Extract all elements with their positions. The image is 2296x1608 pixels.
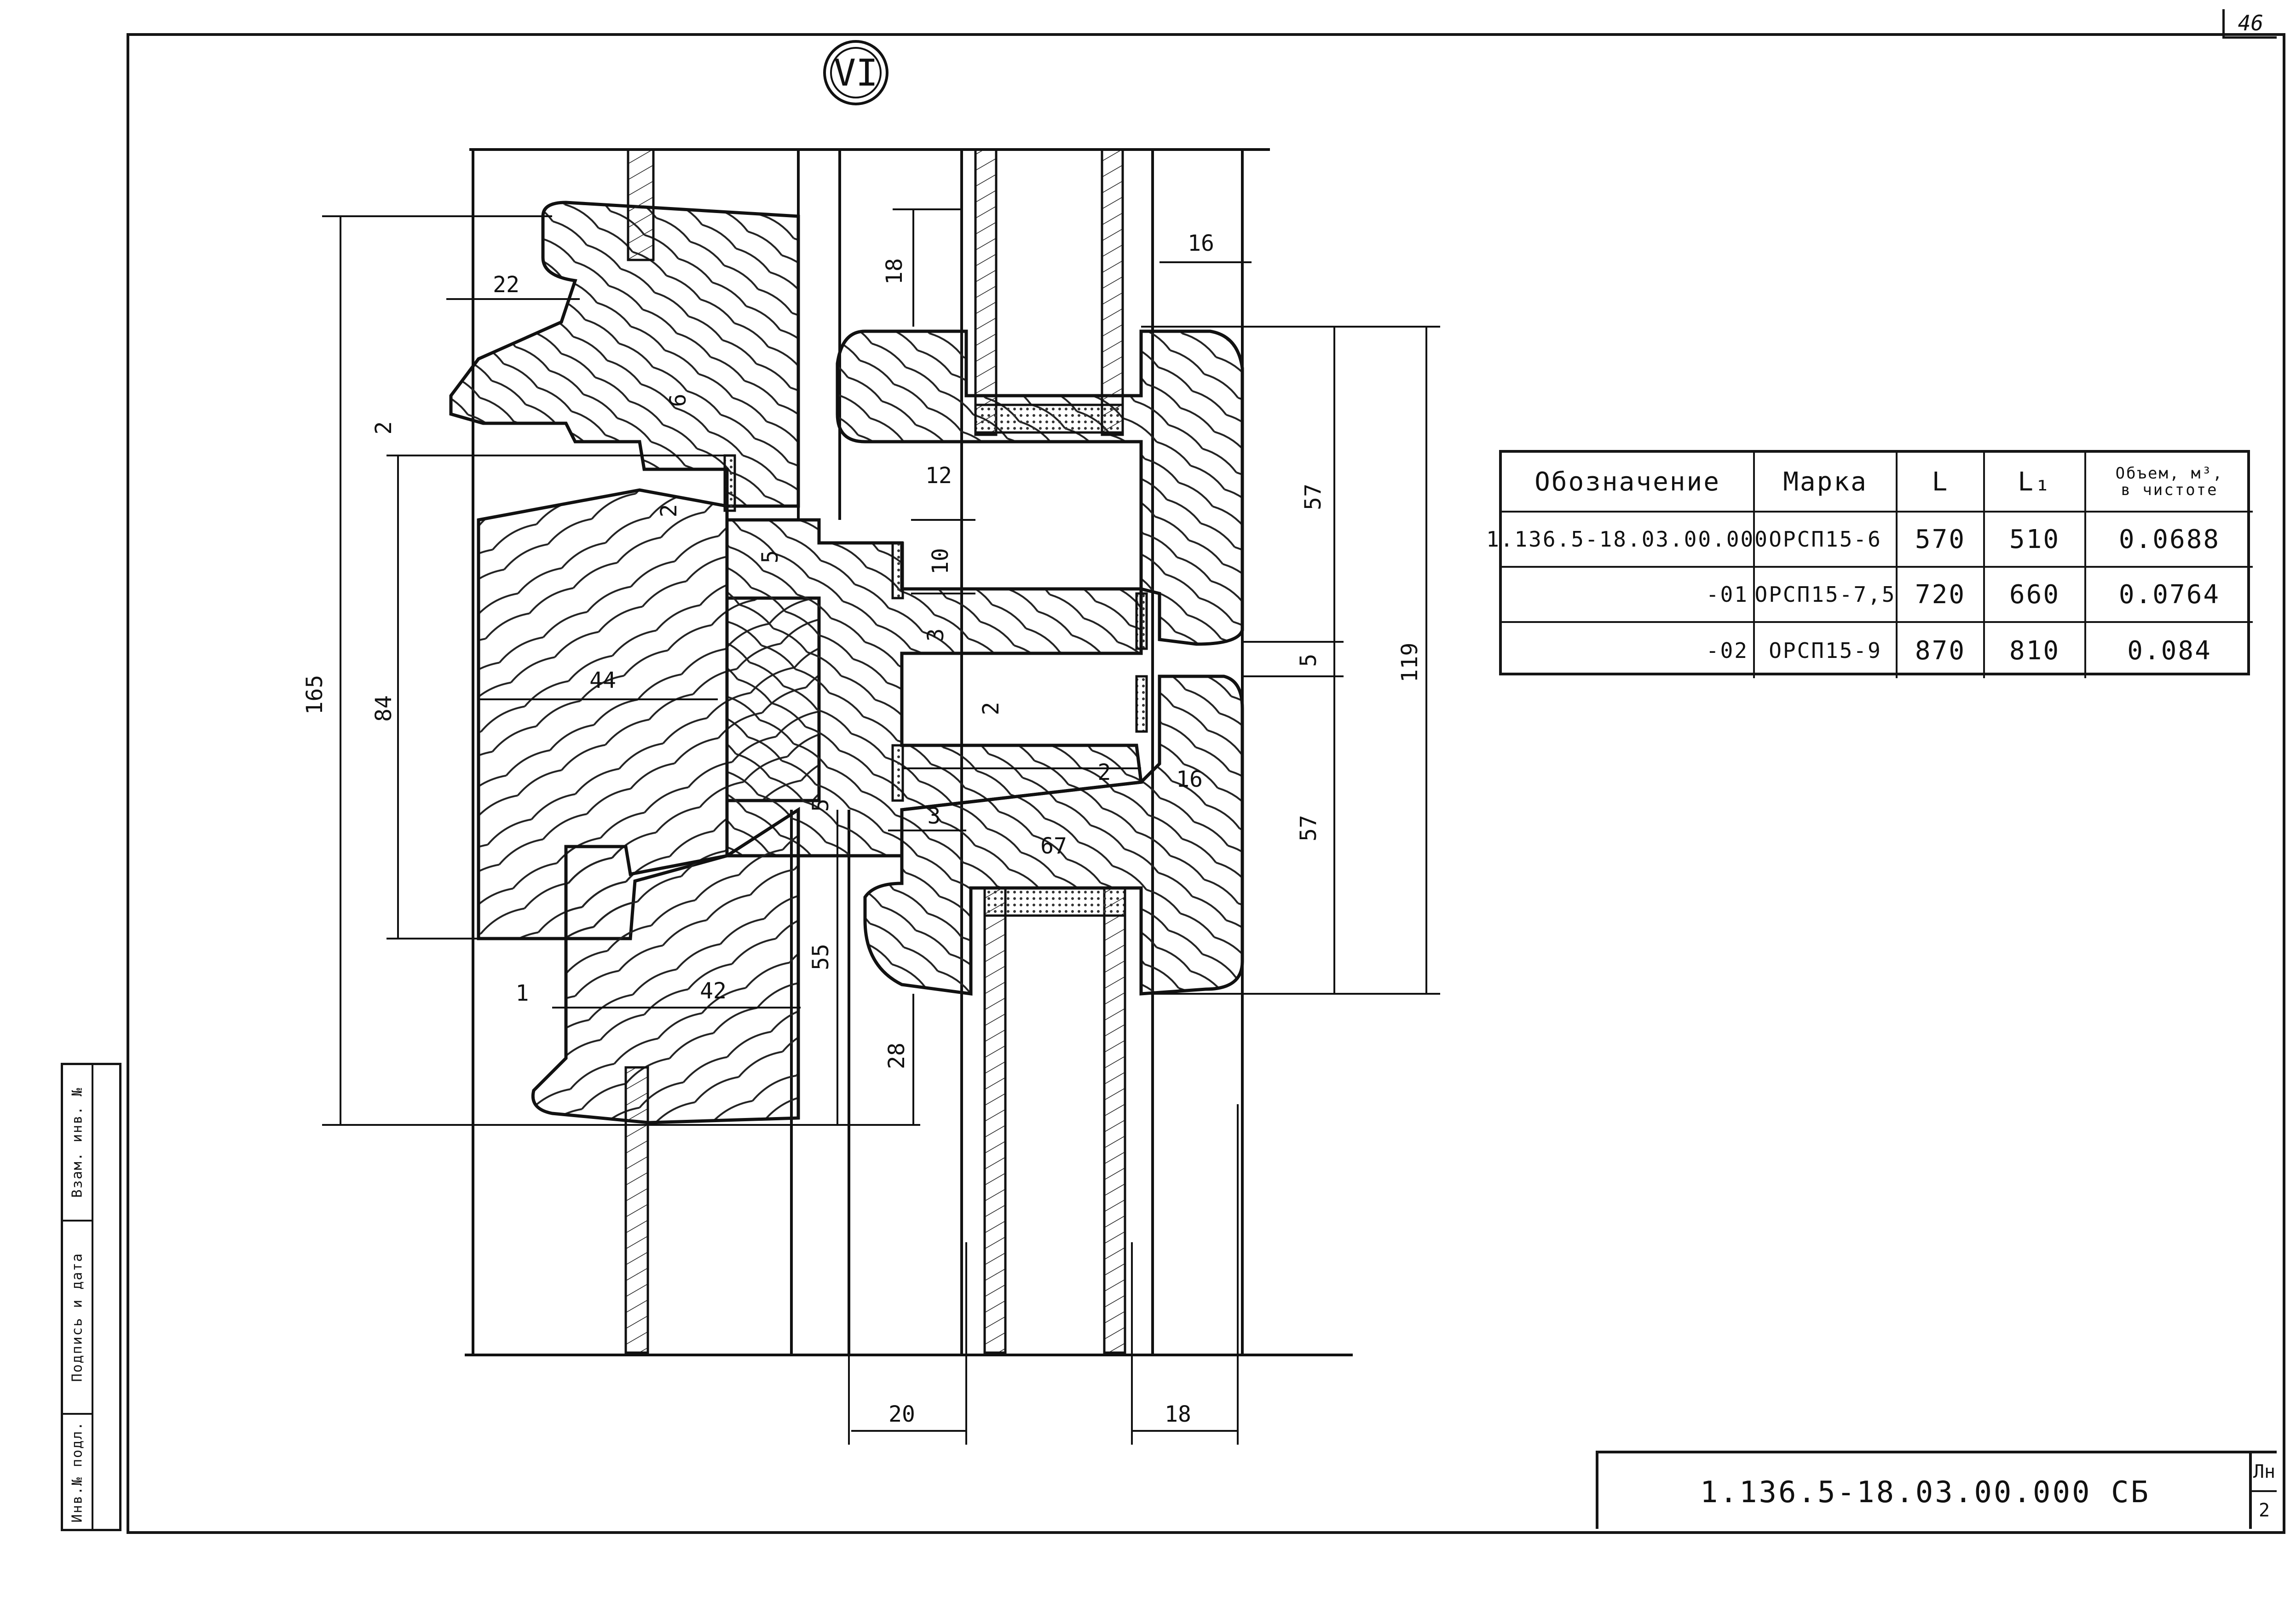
row1-mark: ОРСП15-6 bbox=[1755, 513, 1898, 568]
header-mark: Марка bbox=[1755, 453, 1898, 513]
row3-designation: -02 bbox=[1502, 623, 1755, 678]
dim-119: 119 bbox=[1397, 643, 1423, 683]
row2-mark: ОРСП15-7,5 bbox=[1755, 568, 1898, 623]
upper-left-glass bbox=[627, 148, 655, 261]
dim-2-upper: 2 bbox=[371, 421, 397, 435]
lower-sash-bar bbox=[531, 807, 800, 1124]
view-marker: VI bbox=[823, 40, 888, 105]
seal-strip-1 bbox=[723, 454, 736, 512]
sheet-frame bbox=[127, 33, 2285, 1534]
row3-L: 870 bbox=[1898, 623, 1985, 678]
lower-right-sash bbox=[863, 674, 1244, 996]
dim-3-lower: 3 bbox=[928, 803, 941, 829]
header-volume-line1: Объем, м³, bbox=[2115, 464, 2224, 483]
row1-L1: 510 bbox=[1985, 513, 2086, 568]
seal-strip-2 bbox=[891, 542, 904, 599]
view-marker-label: VI bbox=[834, 52, 878, 94]
title-block: 1.136.5-18.03.00.000 СБ bbox=[1596, 1451, 2249, 1529]
dim-16-top: 16 bbox=[1188, 231, 1214, 256]
lower-mid-glass-b bbox=[1103, 887, 1126, 1354]
header-volume-line2: в чистоте bbox=[2121, 481, 2218, 499]
header-volume: Объем, м³, в чистоте bbox=[2086, 453, 2253, 513]
dim-1: 1 bbox=[516, 980, 529, 1006]
dim-5-lower: 5 bbox=[808, 799, 834, 812]
page-number: 46 bbox=[2238, 10, 2264, 35]
dim-28: 28 bbox=[884, 1043, 910, 1069]
seal-strip-5 bbox=[891, 744, 904, 802]
row3-volume: 0.084 bbox=[2127, 635, 2212, 666]
dim-57-lower: 57 bbox=[1296, 815, 1321, 841]
dim-2-lower-a: 2 bbox=[978, 702, 1004, 715]
dim-2-lower-b: 2 bbox=[1098, 760, 1111, 785]
dim-44: 44 bbox=[589, 668, 616, 693]
dim-10: 10 bbox=[928, 548, 953, 575]
seal-strip-3 bbox=[1135, 592, 1148, 650]
dim-5-right: 5 bbox=[1296, 654, 1321, 667]
row1-volume: 0.0688 bbox=[2086, 513, 2253, 568]
side-approval-stamp: Взам. инв. № Подпись и дата Инв.№ подл. bbox=[61, 1063, 121, 1531]
dim-6: 6 bbox=[665, 394, 691, 407]
lower-mid-glass-a bbox=[983, 887, 1007, 1354]
row3-mark: ОРСП15-9 bbox=[1755, 623, 1898, 678]
header-designation: Обозначение bbox=[1502, 453, 1755, 513]
lower-spacer bbox=[983, 887, 1126, 917]
lower-left-glass bbox=[624, 1066, 649, 1354]
dim-55: 55 bbox=[808, 944, 834, 970]
row2-L1: 660 bbox=[1985, 568, 2086, 623]
upper-mid-glass-a bbox=[974, 148, 998, 436]
specification-table: Обозначение Марка L L₁ Объем, м³, в чист… bbox=[1486, 450, 2253, 678]
row2-designation: -01 bbox=[1502, 568, 1755, 623]
row2-L: 720 bbox=[1898, 568, 1985, 623]
dim-57-upper: 57 bbox=[1300, 484, 1326, 510]
dim-3-upper: 3 bbox=[923, 628, 949, 642]
stamp-cell-replacement: Взам. инв. № bbox=[63, 1065, 92, 1222]
stamp-cell-signature: Подпись и дата bbox=[63, 1222, 92, 1415]
sheet-index-top: Лн bbox=[2253, 1461, 2276, 1482]
dim-165: 165 bbox=[302, 675, 328, 715]
dim-2-mid: 2 bbox=[656, 504, 682, 518]
header-L: L bbox=[1898, 453, 1985, 513]
document-code: 1.136.5-18.03.00.000 СБ bbox=[1700, 1475, 2151, 1510]
upper-right-sash bbox=[836, 329, 1244, 646]
dim-16-lower: 16 bbox=[1176, 767, 1203, 792]
dim-12: 12 bbox=[925, 463, 952, 489]
dim-5-left: 5 bbox=[757, 550, 783, 564]
dim-20: 20 bbox=[888, 1401, 915, 1427]
header-L1: L₁ bbox=[1985, 453, 2086, 513]
page-number-box: 46 bbox=[2222, 9, 2277, 39]
row3-L1: 810 bbox=[1985, 623, 2086, 678]
dim-42: 42 bbox=[700, 978, 727, 1004]
dim-67: 67 bbox=[1040, 833, 1067, 859]
row1-designation: 1.136.5-18.03.00.000 bbox=[1486, 513, 1767, 568]
seal-strip-4 bbox=[1135, 675, 1148, 733]
row2-volume: 0.0764 bbox=[2086, 568, 2253, 623]
dim-18-bottom: 18 bbox=[1165, 1401, 1191, 1427]
dim-22: 22 bbox=[493, 272, 519, 298]
upper-spacer bbox=[974, 403, 1124, 434]
upper-sash-bar bbox=[449, 201, 800, 508]
center-sash-bar bbox=[725, 518, 1143, 858]
dim-18-top: 18 bbox=[882, 258, 907, 285]
row1-L: 570 bbox=[1898, 513, 1985, 568]
sheet-index-bottom: 2 bbox=[2252, 1490, 2277, 1529]
sheet-index-box: Лн 2 bbox=[2249, 1451, 2277, 1529]
upper-mid-glass-b bbox=[1101, 148, 1124, 436]
dimension-lines bbox=[322, 208, 1440, 1445]
dim-84: 84 bbox=[371, 695, 397, 722]
stamp-divider bbox=[92, 1065, 93, 1529]
